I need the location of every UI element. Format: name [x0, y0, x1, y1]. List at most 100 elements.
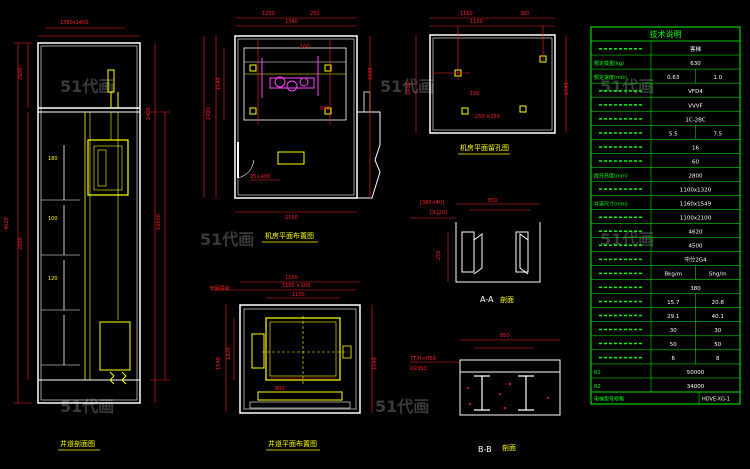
table-cell-value: 4620 [689, 230, 703, 236]
svg-text:Q235C: Q235C [410, 366, 427, 372]
table-cell-value: 60 [692, 159, 699, 165]
table-row: 额定速度(m/s) 0.63 1.0 [591, 69, 740, 84]
section-bb-suffix: 剖面 [502, 443, 516, 452]
watermark: 51代画 [200, 230, 254, 249]
table-cell-value: Shg/m [709, 272, 727, 278]
watermark: 51代画 [600, 230, 654, 249]
table-cell-value: 4500 [689, 244, 703, 250]
table-row: 1100x2100 [591, 209, 740, 224]
table-cell-value: Bkg/m [664, 272, 682, 278]
table-row-label: R2 [594, 384, 601, 390]
table-cell-value: 50 [670, 342, 677, 348]
table-row: VVVF [591, 97, 740, 112]
svg-text:25 L400: 25 L400 [250, 174, 270, 180]
machine-room-hole-title: 机房平面留孔图 [460, 143, 509, 152]
machine-room-plan-drawing: 1250 250 1340 2100 2400 1549 1600 25 L40… [203, 11, 381, 243]
svg-text:1549: 1549 [216, 77, 222, 90]
table-row: 4620 [591, 223, 740, 238]
table-row: 5.5 7.5 [591, 125, 740, 140]
table-cell-value: 中分2G4 [684, 256, 707, 264]
svg-text:轿厢导轨: 轿厢导轨 [210, 285, 230, 292]
shaft-plan-title: 井道平面布置图 [268, 439, 317, 448]
svg-text:16500: 16500 [156, 214, 162, 230]
svg-text:1549: 1549 [564, 82, 570, 95]
table-row: 380 [591, 279, 740, 294]
table-cell-value: VFD4 [688, 89, 703, 95]
table-cell-value: 20.8 [712, 300, 725, 306]
section-bb-drawing: 7T/H×H50 Q235C 850 B-B 剖面 [410, 333, 561, 454]
table-cell-value: 0.63 [667, 75, 680, 81]
table-row-label: 额定载重(kg) [594, 60, 624, 67]
watermark: 51代画 [375, 397, 429, 416]
table-cell-value: 6 [672, 356, 676, 362]
svg-text:100: 100 [300, 44, 310, 50]
table-cell-value: 1100x2100 [680, 216, 712, 222]
table-row: 1C-2BC [591, 111, 740, 126]
svg-text:1600: 1600 [368, 67, 374, 80]
shaft-plan-drawing: 1160 1100 x 100 1100 1549 1320 1549 轿厢导轨… [210, 275, 378, 451]
machine-room-hole-drawing: 1160 300 1100 1600 1549 100 250 ×250 机房平… [406, 11, 570, 155]
table-cell-value: 30 [714, 328, 721, 334]
watermark: 51代画 [60, 77, 114, 96]
svg-text:1250: 1250 [262, 11, 275, 17]
table-row: 额定载重(kg)630 [591, 55, 740, 70]
table-cell-value: 34000 [687, 384, 705, 390]
svg-text:250: 250 [310, 11, 320, 17]
svg-text:800: 800 [275, 386, 285, 392]
table-row: VFD4 [591, 83, 740, 98]
svg-text:1100: 1100 [470, 19, 483, 25]
svg-text:300: 300 [520, 11, 530, 17]
table-cell-value: 5.5 [669, 131, 678, 137]
svg-text:4620: 4620 [4, 217, 10, 230]
table-cell-value: 1C-2BC [685, 117, 706, 123]
table-cell-value: 16 [692, 145, 699, 151]
table-cell-value: 30 [670, 328, 677, 334]
svg-text:250 ×250: 250 ×250 [475, 114, 500, 120]
svg-text:1600: 1600 [406, 82, 412, 95]
table-cell-value: 8 [716, 356, 720, 362]
table-cell-value: 40.1 [712, 314, 724, 320]
svg-text:1160: 1160 [460, 11, 473, 17]
table-cell-value: 380 [690, 286, 701, 292]
watermark: 51代画 [60, 397, 114, 416]
table-cell-value: 50000 [687, 370, 705, 376]
svg-text:850: 850 [500, 333, 510, 339]
svg-text:2400: 2400 [206, 107, 212, 120]
table-row-label: R1 [594, 370, 601, 376]
table-row-label: 额定速度(m/s) [594, 74, 627, 81]
table-row: 50 50 [591, 335, 740, 351]
svg-text:1340: 1340 [285, 19, 298, 25]
svg-text:2100: 2100 [285, 215, 298, 221]
table-cell-value: VVVF [688, 103, 702, 109]
svg-text:2400: 2400 [146, 107, 152, 120]
table-row: 16 [591, 139, 740, 154]
table-row: 1100x1320 [591, 181, 740, 196]
spec-table-footer-right: HDVE-XG-1 [702, 397, 730, 403]
svg-text:2600: 2600 [18, 67, 24, 80]
table-row: 提升高度(mm)2800 [591, 167, 740, 182]
table-cell-value: 1.0 [713, 75, 722, 81]
svg-text:250: 250 [436, 250, 442, 260]
spec-table-title: 技术说明 [650, 29, 682, 39]
svg-text:7T/H×H50: 7T/H×H50 [410, 356, 436, 362]
machine-room-plan-title: 机房平面布置图 [265, 231, 314, 240]
svg-text:100: 100 [48, 216, 58, 222]
svg-text:850: 850 [488, 198, 498, 204]
table-cell-value: 7.5 [713, 131, 722, 137]
svg-text:[380×40]: [380×40] [420, 200, 444, 206]
table-cell-value: 1100x1320 [680, 188, 712, 194]
section-aa-drawing: [380×40] DL[20] 850 250 A-A 剖面 [410, 198, 541, 304]
table-cell-value: 50 [714, 342, 721, 348]
svg-text:1549: 1549 [372, 357, 378, 370]
spec-table-footer-left: 电梯型号规格 [594, 396, 624, 403]
watermark: 51代画 [380, 77, 434, 96]
shaft-section-drawing: 1350x1400 4620 2600 2800 16500 2400 180 … [4, 20, 170, 451]
svg-text:2800: 2800 [18, 237, 24, 250]
table-row-label: 提升高度(mm) [594, 172, 628, 179]
svg-text:1160: 1160 [285, 275, 298, 281]
table-cell-value: 客梯 [690, 45, 702, 53]
section-bb-label: B-B [478, 445, 492, 454]
